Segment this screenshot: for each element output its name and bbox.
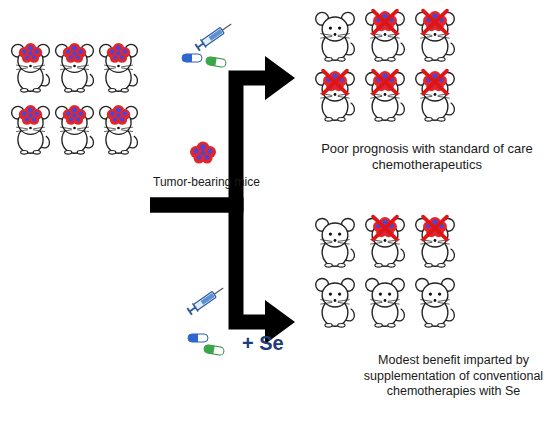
group-caption: Modest benefit imparted by supplementati… (357, 353, 550, 400)
pill-icon (182, 54, 202, 62)
mouse-tumor (12, 43, 50, 92)
group-caption: Tumor-bearing mice (153, 175, 253, 190)
mouse-group: Tumor-bearing mice (5, 25, 150, 215)
branch-arrow (150, 78, 275, 205)
mouse-dead (316, 71, 355, 122)
group-caption: Poor prognosis with standard of care che… (307, 141, 547, 174)
mouse-healthy (366, 278, 405, 327)
mouse-dead (366, 11, 405, 62)
mouse-dead (366, 217, 405, 268)
selenium-treated-mice (316, 217, 455, 328)
mouse-group: Modest benefit imparted by supplementati… (295, 210, 545, 400)
chemo-icons-top (182, 20, 234, 68)
tumor-icon (190, 142, 216, 164)
branch-arrow (150, 205, 275, 322)
mouse-healthy (416, 278, 455, 327)
pill-icon (205, 56, 226, 67)
mouse-tumor (56, 43, 94, 92)
syringe-icon (187, 284, 226, 316)
mouse-healthy (316, 278, 355, 327)
mouse-tumor (100, 43, 138, 92)
syringe-icon (195, 20, 234, 52)
mouse-dead (366, 71, 405, 122)
chemo-icons-bottom (187, 284, 226, 356)
mouse-tumor (100, 105, 138, 154)
tumor-bearing-mice (12, 43, 138, 154)
mouse-tumor (12, 105, 50, 154)
mouse-healthy (316, 12, 355, 61)
pill-icon (203, 344, 224, 355)
standard-treated-mice (316, 11, 455, 122)
mouse-dead (416, 217, 455, 268)
mouse-tumor (56, 105, 94, 154)
mouse-healthy (316, 218, 355, 267)
mouse-group: Poor prognosis with standard of care che… (295, 5, 545, 175)
pill-icon (188, 334, 208, 342)
mouse-dead (416, 71, 455, 122)
edge-label: + Se (242, 333, 284, 353)
mouse-dead (416, 11, 455, 62)
